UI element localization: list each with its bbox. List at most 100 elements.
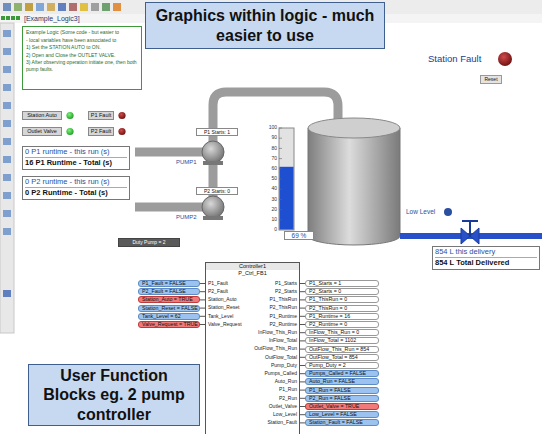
- flow-display: 854 L this delivery854 L Total Delivered: [432, 246, 540, 270]
- node-text: Station Auto: [23, 112, 61, 119]
- node-text: 1) Set the STATION AUTO to ON.: [26, 44, 138, 51]
- node-text: OutFlow_Total = 854: [309, 355, 375, 360]
- input-tag: Station_Reset = FALSE: [138, 305, 200, 312]
- scale-number: 100: [269, 125, 277, 131]
- runtime-display: 0 P1 runtime - this run (s)16 P1 Runtime…: [22, 146, 130, 170]
- node-text: Valve_Request = TRUE: [142, 322, 196, 327]
- output-tag: Outlet_Valve = TRUE: [305, 403, 379, 410]
- output-tag: Auto_Run = FALSE: [305, 378, 379, 385]
- output-tag: P1_Starts = 1: [305, 280, 379, 287]
- output-tag: InFlow_This_Run = 0: [305, 329, 379, 336]
- output-tag: OutFlow_Total = 854: [305, 354, 379, 361]
- output-tag: P1_Runtime = 16: [305, 313, 379, 320]
- node-text: Auto_Run = FALSE: [309, 379, 375, 384]
- scale-number: 10: [271, 217, 277, 223]
- output-tag: InFlow_Total = 1102: [305, 337, 379, 344]
- node-text: P1_ThisRun = 0: [309, 297, 375, 302]
- node-text: Reset: [481, 76, 501, 83]
- duty-display: Duty Pump = 2: [118, 238, 180, 247]
- toggle-button: Station Auto: [22, 111, 62, 120]
- node-text: P2_Run = FALSE: [309, 396, 375, 401]
- node-text: Pumps_Called = FALSE: [309, 371, 375, 376]
- callout-box: User Function Blocks eg. 2 pump controll…: [28, 364, 200, 426]
- node-text: 3) After observing operation initiate on…: [26, 59, 138, 72]
- runtime-display: 0 P2 runtime - this run (s)0 P2 Runtime …: [22, 176, 130, 200]
- node-text: P1_Fault = FALSE: [142, 281, 196, 286]
- node-text: P2 Fault: [89, 128, 113, 135]
- node-text: 854 L this delivery: [435, 247, 537, 258]
- pump-label: PUMP1: [176, 159, 197, 166]
- scale-number: 40: [271, 186, 277, 192]
- scale-number: 20: [271, 207, 277, 213]
- node-text: User Function Blocks eg. 2 pump controll…: [37, 366, 191, 424]
- node-text: P2_Runtime = 0: [309, 322, 375, 327]
- input-tag: P2_Fault = FALSE: [138, 288, 200, 295]
- tab-markers: [1, 16, 20, 20]
- output-tag: Pump_Duty = 2: [305, 362, 379, 369]
- toolbar-icons: [3, 3, 121, 11]
- node-text: 0 P2 runtime - this run (s): [25, 177, 127, 188]
- toggle-button: P1 Fault: [88, 111, 114, 120]
- node-text: P2_Fault = FALSE: [142, 289, 196, 294]
- scale-number: 50: [271, 176, 277, 182]
- node-text: P2 Starts: 0: [198, 188, 236, 194]
- level-bar: [279, 128, 294, 230]
- level-lamp: [444, 208, 452, 216]
- level-label: Low Level: [406, 208, 435, 215]
- side-toolbar-icons: [3, 30, 11, 297]
- reset-button: Reset: [480, 75, 502, 84]
- input-tag: Station_Auto = TRUE: [138, 296, 200, 303]
- counter-display: P2 Starts: 0: [196, 187, 238, 195]
- node-text: Tank_Level = 62: [142, 314, 196, 319]
- output-tag: P2_ThisRun = 0: [305, 305, 379, 312]
- node-text: InFlow_Total = 1102: [309, 338, 375, 343]
- output-tag: Low_Level = FALSE: [305, 411, 379, 418]
- valve-symbol: [461, 221, 479, 244]
- fault-lamp: [498, 52, 512, 66]
- status-lamp: [66, 128, 73, 135]
- input-tag: Valve_Request = TRUE: [138, 321, 200, 328]
- node-text: Low_Level = FALSE: [309, 412, 375, 417]
- output-tag: P2_Run = FALSE: [305, 395, 379, 402]
- output-tag: P2_Starts = 0: [305, 288, 379, 295]
- pump-symbol: [202, 141, 224, 165]
- status-lamp: [66, 112, 73, 119]
- pump-symbol: [202, 196, 224, 220]
- output-tag: P1_Run = FALSE: [305, 387, 379, 394]
- node-text: P1_Starts = 1: [309, 281, 375, 286]
- node-text: Duty Pump = 2: [119, 239, 179, 246]
- note-box: Example Logic (Some code - but easier to…: [22, 26, 142, 90]
- node-text: Outlet_Valve = TRUE: [309, 404, 375, 409]
- scale-number: 70: [271, 156, 277, 162]
- node-text: 854 L Total Delivered: [435, 258, 537, 268]
- pump-label: PUMP2: [176, 214, 197, 221]
- counter-display: P1 Starts: 1: [196, 128, 238, 136]
- scale-number: 80: [271, 146, 277, 152]
- node-text: Outlet Valve: [23, 128, 61, 135]
- output-tag: P2_Runtime = 0: [305, 321, 379, 328]
- output-tag: Station_Fault = FALSE: [305, 419, 379, 426]
- node-text: 69 %: [285, 232, 313, 239]
- status-lamp: [118, 112, 125, 119]
- callout-box: Graphics within logic - much easier to u…: [145, 2, 385, 49]
- node-text: P1_Run = FALSE: [309, 388, 375, 393]
- status-lamp: [118, 128, 125, 135]
- output-tag: OutFlow_This_Run = 854: [305, 346, 379, 353]
- output-tag: P1_ThisRun = 0: [305, 296, 379, 303]
- side-toolbar: [0, 23, 14, 333]
- node-text: P1 Starts: 1: [198, 129, 236, 135]
- status-label: Station Fault: [428, 54, 481, 64]
- node-text: 2) Open and Close the OUTLET VALVE.: [26, 52, 138, 59]
- node-text: OutFlow_This_Run = 854: [309, 347, 375, 352]
- input-tag: P1_Fault = FALSE: [138, 280, 200, 287]
- tab-title: [Example_Logic3]: [24, 15, 80, 23]
- output-tag: Pumps_Called = FALSE: [305, 370, 379, 377]
- node-text: P2_ThisRun = 0: [309, 306, 375, 311]
- node-text: Station_Auto = TRUE: [142, 297, 196, 302]
- node-text: 0 P2 Runtime - Total (s): [25, 188, 127, 198]
- node-text: P1_Runtime = 16: [309, 314, 375, 319]
- input-tag: Tank_Level = 62: [138, 313, 200, 320]
- node-text: InFlow_This_Run = 0: [309, 330, 375, 335]
- scale-number: 30: [271, 197, 277, 203]
- node-text: P_Ctrl_FB1: [206, 270, 299, 277]
